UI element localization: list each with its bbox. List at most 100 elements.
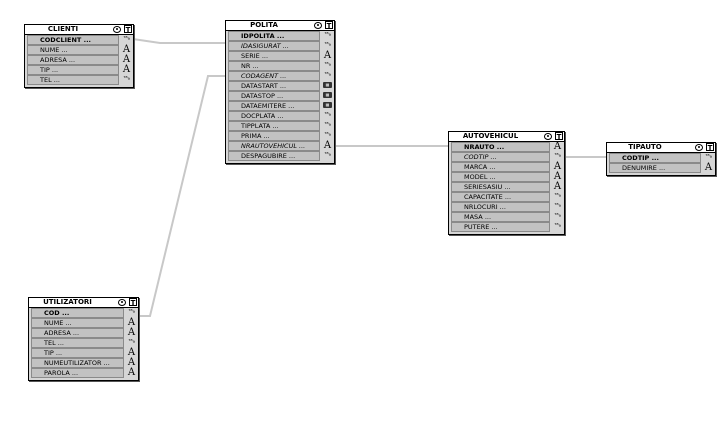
table-header[interactable]: AUTOVEHICUL T bbox=[449, 132, 564, 142]
table-header[interactable]: POLITA T bbox=[226, 21, 334, 31]
field-row[interactable]: CODCLIENT ...⁷⁸₉ bbox=[25, 35, 133, 45]
field-row[interactable]: MASA ...⁷⁸₉ bbox=[449, 212, 564, 222]
field-row[interactable]: NRAUTOVEHICUL ...A bbox=[226, 141, 334, 151]
field-name: TEL ... bbox=[31, 338, 124, 348]
table-icon[interactable]: T bbox=[325, 21, 333, 30]
number-type-icon: ⁷⁸₉ bbox=[554, 153, 561, 159]
number-type-icon: ⁷⁸₉ bbox=[554, 203, 561, 209]
table-title: UTILIZATORI bbox=[43, 298, 92, 306]
field-name: NUME ... bbox=[31, 318, 124, 328]
link-clienti-polita[interactable] bbox=[132, 38, 226, 44]
table-header[interactable]: TIPAUTO T bbox=[607, 143, 715, 153]
field-row[interactable]: CAPACITATE ...⁷⁸₉ bbox=[449, 192, 564, 202]
field-row[interactable]: IDASIGURAT ... ⁷⁸₉ bbox=[226, 41, 334, 51]
field-name: SERIESASIU ... bbox=[451, 182, 550, 192]
text-type-icon: A bbox=[122, 54, 131, 65]
field-row[interactable]: SERIESASIU ...A bbox=[449, 182, 564, 192]
field-row[interactable]: SERIE ...A bbox=[226, 51, 334, 61]
field-name: CODTIP ... bbox=[451, 152, 550, 162]
field-name: TIPPLATA ... bbox=[228, 121, 320, 131]
eye-icon[interactable] bbox=[118, 299, 126, 306]
field-row[interactable]: IDPOLITA ... ⁷⁸₉ bbox=[226, 31, 334, 41]
field-row[interactable]: DATAEMITERE ...▦ bbox=[226, 101, 334, 111]
number-type-icon: ⁷⁸₉ bbox=[324, 122, 331, 128]
field-row[interactable]: NRAUTO ...A bbox=[449, 142, 564, 152]
field-row[interactable]: PAROLA ...A bbox=[29, 368, 138, 378]
field-row[interactable]: TEL ...⁷⁸₉ bbox=[25, 75, 133, 85]
field-row[interactable]: DESPAGUBIRE ...⁷⁸₉ bbox=[226, 151, 334, 161]
field-name: NRAUTO ... bbox=[451, 142, 550, 152]
field-row[interactable]: CODTIP ... ⁷⁸₉ bbox=[449, 152, 564, 162]
field-name: CODAGENT ... bbox=[228, 71, 320, 81]
field-name: SERIE ... bbox=[228, 51, 320, 61]
table-icon[interactable]: T bbox=[706, 143, 714, 152]
number-type-icon: ⁷⁸₉ bbox=[324, 62, 331, 68]
text-type-icon: A bbox=[323, 50, 332, 61]
eye-icon[interactable] bbox=[695, 144, 703, 151]
field-row[interactable]: CODTIP ...⁷⁸₉ bbox=[607, 153, 715, 163]
field-row[interactable]: TEL ...⁷⁸₉ bbox=[29, 338, 138, 348]
table-icon[interactable]: T bbox=[124, 25, 132, 34]
field-name: NRAUTOVEHICUL ... bbox=[228, 141, 320, 151]
number-type-icon: ⁷⁸₉ bbox=[324, 42, 331, 48]
eye-icon[interactable] bbox=[113, 26, 121, 33]
field-row[interactable]: ADRESA ...A bbox=[29, 328, 138, 338]
field-row[interactable]: MODEL ...A bbox=[449, 172, 564, 182]
field-row[interactable]: DATASTART ...▦ bbox=[226, 81, 334, 91]
number-type-icon: ⁷⁸₉ bbox=[554, 223, 561, 229]
field-row[interactable]: ADRESA ...A bbox=[25, 55, 133, 65]
field-name: IDASIGURAT ... bbox=[228, 41, 320, 51]
field-row[interactable]: NUME ...A bbox=[29, 318, 138, 328]
text-type-icon: A bbox=[323, 140, 332, 151]
field-row[interactable]: TIP ...A bbox=[25, 65, 133, 75]
field-row[interactable]: DOCPLATA ...⁷⁸₉ bbox=[226, 111, 334, 121]
field-row[interactable]: TIPPLATA ... ⁷⁸₉ bbox=[226, 121, 334, 131]
link-utilizatori-polita[interactable] bbox=[138, 75, 226, 317]
table-icon[interactable]: T bbox=[555, 132, 563, 141]
field-name: DENUMIRE ... bbox=[609, 163, 701, 173]
table-icon[interactable]: T bbox=[129, 298, 137, 307]
number-type-icon: ⁷⁸₉ bbox=[324, 72, 331, 78]
eye-icon[interactable] bbox=[314, 22, 322, 29]
field-name: CODTIP ... bbox=[609, 153, 701, 163]
field-row[interactable]: NR ... ⁷⁸₉ bbox=[226, 61, 334, 71]
text-type-icon: A bbox=[553, 171, 562, 182]
table-title: TIPAUTO bbox=[628, 143, 662, 151]
field-name: DATASTOP ... bbox=[228, 91, 320, 101]
field-name: TIP ... bbox=[27, 65, 119, 75]
field-row[interactable]: NRLOCURI ...⁷⁸₉ bbox=[449, 202, 564, 212]
table-header[interactable]: UTILIZATORI T bbox=[29, 298, 138, 308]
field-name: NR ... bbox=[228, 61, 320, 71]
field-row[interactable]: PUTERE ...⁷⁸₉ bbox=[449, 222, 564, 232]
field-row[interactable]: NUMEUTILIZATOR ...A bbox=[29, 358, 138, 368]
table-title: CLIENTI bbox=[47, 25, 79, 33]
table-header[interactable]: CLIENTI T bbox=[25, 25, 133, 35]
table-title: POLITA bbox=[250, 21, 278, 29]
number-type-icon: ⁷⁸₉ bbox=[324, 152, 331, 158]
eye-icon[interactable] bbox=[544, 133, 552, 140]
table-title: AUTOVEHICUL bbox=[462, 132, 519, 140]
field-name: IDPOLITA ... bbox=[228, 31, 320, 41]
field-row[interactable]: DENUMIRE ...A bbox=[607, 163, 715, 173]
field-row[interactable]: TIP ...A bbox=[29, 348, 138, 358]
field-name: CAPACITATE ... bbox=[451, 192, 550, 202]
number-type-icon: ⁷⁸₉ bbox=[123, 36, 130, 42]
date-type-icon: ▦ bbox=[323, 102, 332, 108]
field-row[interactable]: DATASTOP ...▦ bbox=[226, 91, 334, 101]
field-row[interactable]: NUME ...A bbox=[25, 45, 133, 55]
field-row[interactable]: PRIMA ...⁷⁸₉ bbox=[226, 131, 334, 141]
field-name: COD ... bbox=[31, 308, 124, 318]
date-type-icon: ▦ bbox=[323, 82, 332, 88]
number-type-icon: ⁷⁸₉ bbox=[324, 112, 331, 118]
field-row[interactable]: CODAGENT ... ⁷⁸₉ bbox=[226, 71, 334, 81]
field-row[interactable]: MARCA ...A bbox=[449, 162, 564, 172]
text-type-icon: A bbox=[127, 347, 136, 358]
number-type-icon: ⁷⁸₉ bbox=[324, 32, 331, 38]
field-row[interactable]: COD ...⁷⁸₉ bbox=[29, 308, 138, 318]
field-name: MARCA ... bbox=[451, 162, 550, 172]
